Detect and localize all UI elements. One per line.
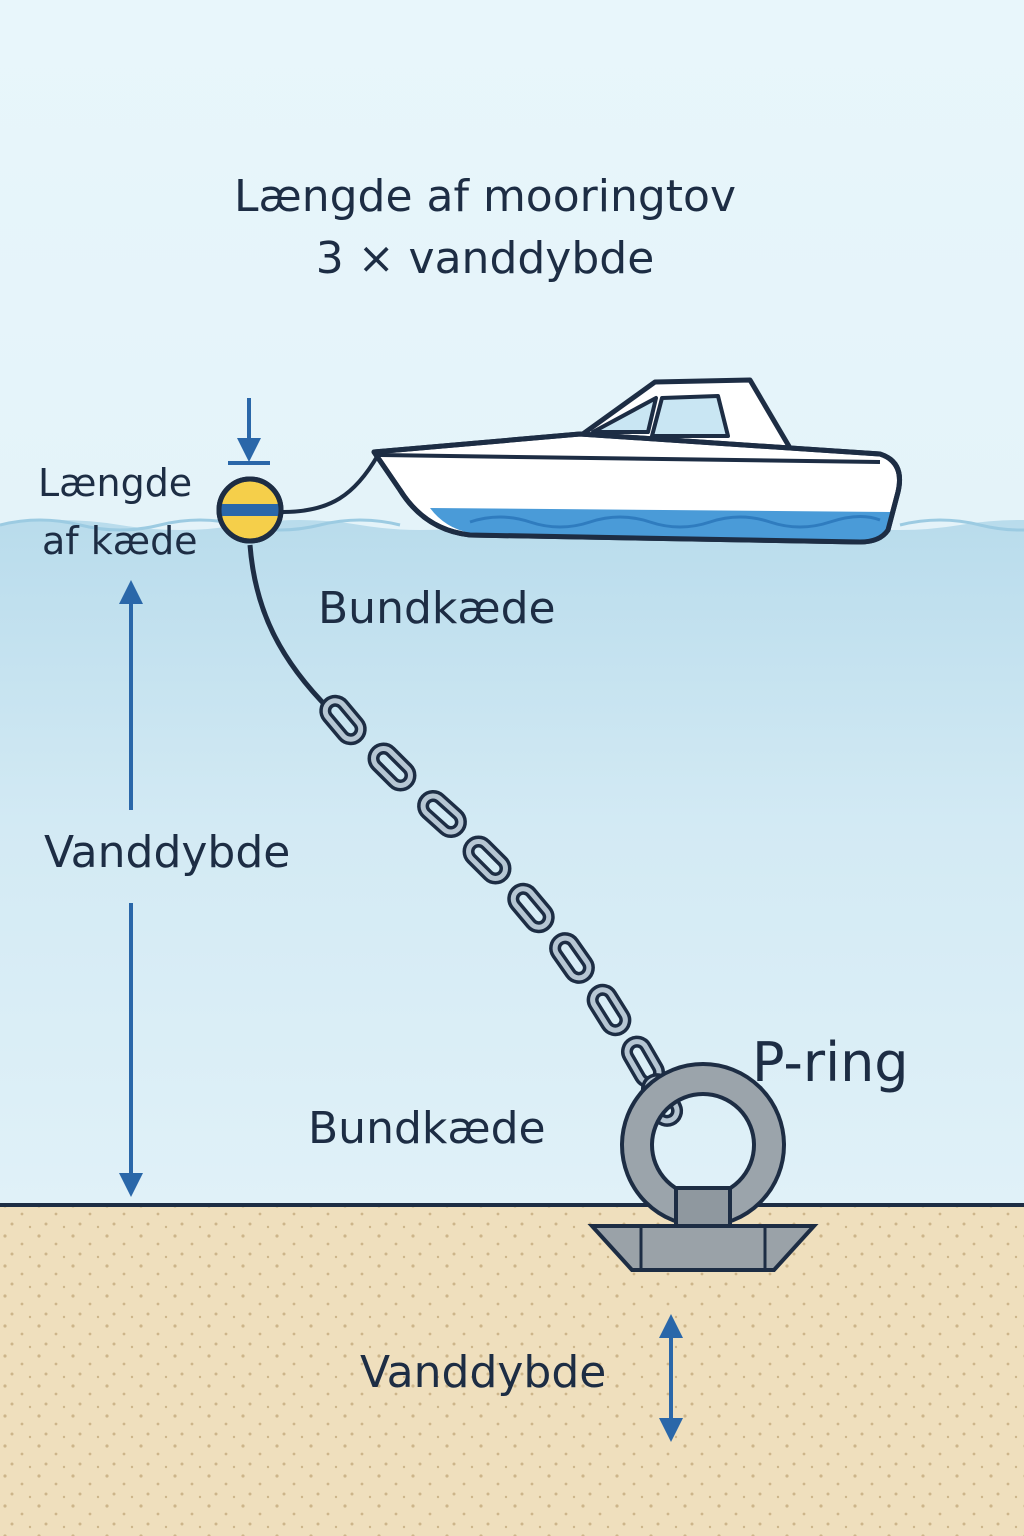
chain-length-label-1: Længde xyxy=(38,461,193,505)
water-body xyxy=(0,520,1024,1205)
title-line-2: 3 × vanddybde xyxy=(315,233,655,284)
mooring-buoy xyxy=(216,476,284,544)
bottom-chain-label-upper: Bundkæde xyxy=(318,583,556,634)
water-surface-waves xyxy=(0,518,1024,532)
water-depth-label-left: Vanddybde xyxy=(44,827,291,878)
boat-deck-line xyxy=(377,453,881,464)
bottom-chain-label-lower: Bundkæde xyxy=(308,1103,546,1154)
water-depth-label-bottom: Vanddybde xyxy=(360,1347,607,1398)
pring-label: P-ring xyxy=(752,1031,909,1094)
pring-anchor xyxy=(587,1062,819,1272)
boat-window xyxy=(591,396,658,434)
chain-length-label-2: af kæde xyxy=(42,519,198,563)
pring-base xyxy=(587,1224,819,1272)
pring-post xyxy=(674,1186,732,1232)
buoy-band xyxy=(221,504,279,516)
boat-hull-outline xyxy=(371,431,902,545)
chain-rope-segment xyxy=(247,544,332,712)
boat-hull-wave xyxy=(469,515,881,529)
seabed-texture xyxy=(0,1205,1024,1536)
title-line-1: Længde af mooringtov xyxy=(233,171,736,222)
bottom-chain xyxy=(247,544,680,1124)
boat-window xyxy=(650,394,730,438)
mooring-rope xyxy=(282,454,380,514)
buoy-outline xyxy=(216,476,284,544)
boat xyxy=(371,377,902,545)
